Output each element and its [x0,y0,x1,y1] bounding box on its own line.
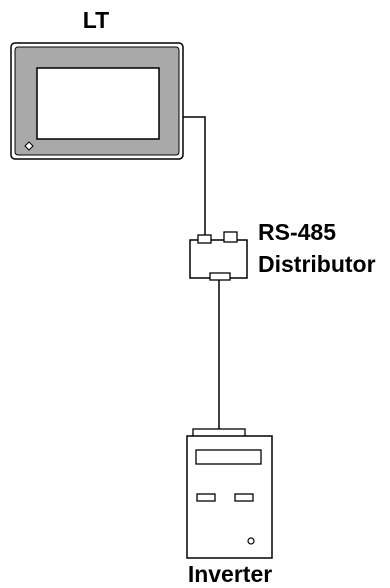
inverter-button-left [197,494,215,501]
inverter-display [196,450,261,464]
distributor-body [190,240,247,278]
cable-lt-to-distributor [183,117,205,240]
distributor-label-line2: Distributor [258,251,376,277]
inverter-indicator-icon [248,538,254,544]
inverter-label: Inverter [188,561,272,587]
distributor-port-bottom [210,273,230,280]
lt-screen [37,68,159,139]
inverter-button-right [235,494,253,501]
distributor-port-right [224,232,237,242]
inverter-device [187,429,272,558]
lt-device [11,43,183,159]
lt-label: LT [83,7,109,33]
distributor-device [190,232,247,280]
distributor-label-line1: RS-485 [258,219,336,245]
distributor-port-left [198,235,211,243]
